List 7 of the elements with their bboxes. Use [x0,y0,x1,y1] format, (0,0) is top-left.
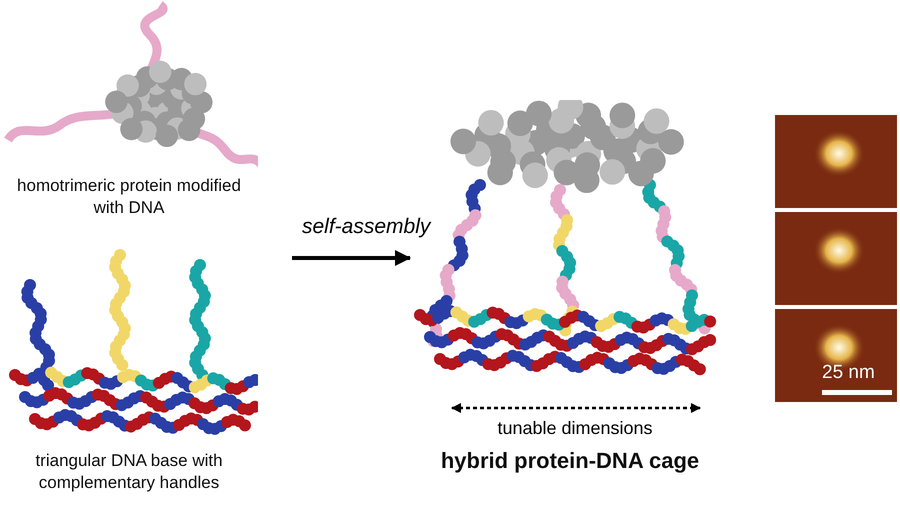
node-label: triangular DNA base with complementary handles [34,450,224,494]
dimension-label: tunable dimensions [496,418,654,439]
arrow [292,250,411,266]
scale-label: 25 nm [822,362,875,384]
node-label: homotrimeric protein modified with DNA [16,175,242,219]
node-label: hybrid protein-DNA cage [440,450,700,472]
edge-label: self-assembly [302,215,430,239]
